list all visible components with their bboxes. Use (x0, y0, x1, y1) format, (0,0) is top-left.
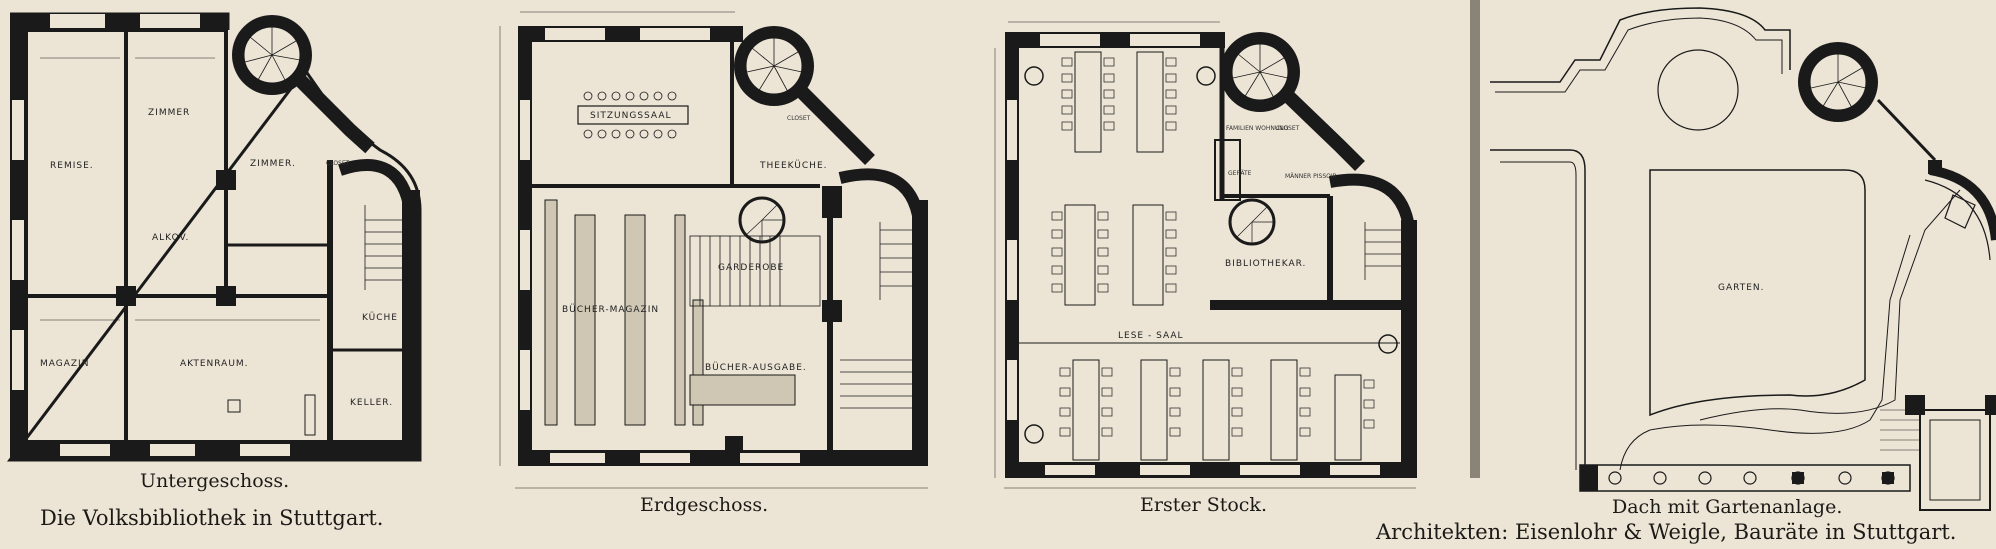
room-label: BIBLIOTHEKAR. (1225, 259, 1306, 269)
room-label: GERÄTE (1228, 170, 1252, 177)
caption-untergeschoss: Untergeschoss. (140, 470, 290, 492)
caption-erdgeschoss: Erdgeschoss. (640, 494, 769, 516)
architect-credits: Architekten: Eisenlohr & Weigle, Bauräte… (1376, 520, 1957, 544)
room-label: GARDEROBE (718, 263, 784, 273)
room-label: KELLER. (350, 398, 393, 408)
room-label: GARTEN. (1718, 283, 1765, 293)
plan-erster-stock-labels: FAMILIEN WOHNUNG CLOSET GERÄTE MÄNNER PI… (1118, 125, 1337, 341)
room-label: KÜCHE (362, 312, 398, 323)
plan-untergeschoss-labels: REMISE. ZIMMER ZIMMER. ALKOV. MAGAZIN AK… (40, 108, 398, 408)
room-label: AKTENRAUM. (180, 359, 249, 369)
room-label: CLOSET (326, 160, 350, 167)
room-label: CLOSET (1276, 125, 1300, 132)
room-label: BÜCHER-AUSGABE. (705, 362, 807, 373)
plan-dach (1470, 0, 1996, 511)
plan-dach-labels: GARTEN. (1718, 283, 1765, 293)
plate-title: Die Volksbibliothek in Stuttgart. (40, 506, 384, 530)
room-label: FAMILIEN WOHNUNG (1226, 125, 1289, 132)
room-label: ALKOV. (152, 233, 189, 243)
room-label: LESE - SAAL (1118, 331, 1184, 341)
room-label: MAGAZIN (40, 359, 89, 369)
room-label: THEEKÜCHE. (759, 160, 828, 171)
plan-erdgeschoss (499, 11, 928, 489)
room-label: CLOSET (787, 115, 811, 122)
room-label: MÄNNER PISSOIR (1285, 173, 1337, 180)
caption-erster-stock: Erster Stock. (1140, 494, 1267, 516)
room-label: ZIMMER (148, 108, 190, 118)
plan-erster-stock (994, 21, 1417, 489)
room-label: BÜCHER-MAGAZIN (562, 304, 659, 315)
room-label: ZIMMER. (250, 159, 296, 169)
caption-dach: Dach mit Gartenanlage. (1612, 496, 1843, 518)
plan-untergeschoss (6, 12, 422, 462)
room-label: SITZUNGSSAAL (590, 111, 672, 121)
plan-erdgeschoss-labels: SITZUNGSSAAL CLOSET THEEKÜCHE. GARDEROBE… (562, 111, 828, 373)
room-label: REMISE. (50, 161, 94, 171)
